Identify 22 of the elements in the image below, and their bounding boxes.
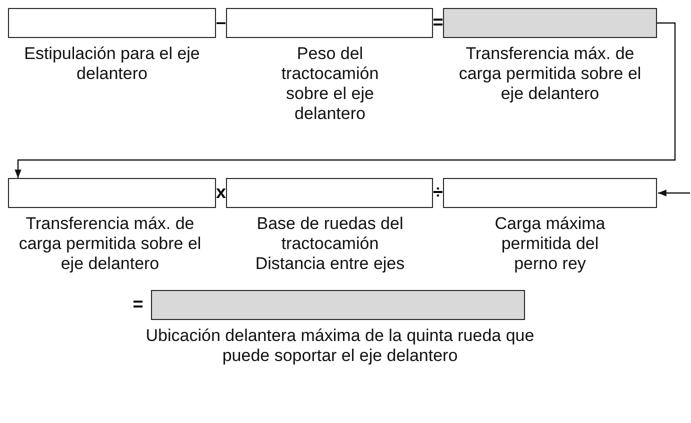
operator-sign: = — [432, 12, 444, 32]
answer-box — [151, 290, 525, 320]
node-label: Ubicación delantera máxima de la quinta rueda que puede soportar el eje delantero — [144, 326, 536, 366]
arrow — [658, 190, 690, 196]
node-label: Transferencia máx. de carga permitida sobre el eje delantero — [18, 214, 202, 274]
answer-box — [226, 8, 433, 38]
answer-box — [443, 8, 657, 38]
answer-box — [443, 178, 657, 208]
node-label: Estipulación para el eje delantero — [23, 44, 201, 84]
arrow — [14, 22, 676, 178]
operator-sign: – — [214, 12, 227, 32]
answer-box — [226, 178, 433, 208]
node-label: Distancia entre ejes — [254, 254, 406, 274]
operator-sign: ÷ — [432, 182, 444, 202]
operator-sign: x — [214, 182, 227, 202]
node-label: Carga máxima permitida del perno rey — [494, 214, 606, 274]
node-label: Base de ruedas del tractocamión — [256, 214, 404, 254]
node-label: Peso del tractocamión sobre el eje delantero — [280, 44, 380, 124]
operator-sign: = — [132, 294, 144, 314]
answer-box — [8, 178, 216, 208]
node-label: Transferencia máx. de carga permitida sobre el eje delantero — [458, 44, 642, 104]
answer-box — [8, 8, 216, 38]
